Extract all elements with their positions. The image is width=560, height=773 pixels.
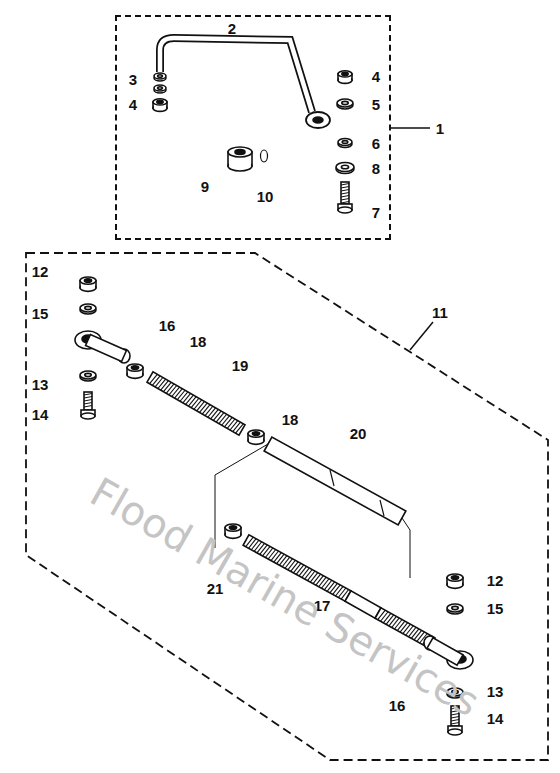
rod-part bbox=[264, 437, 406, 525]
callout-number: 20 bbox=[350, 426, 367, 441]
washer-part bbox=[154, 73, 166, 81]
washer-part bbox=[336, 163, 354, 174]
callout-number: 7 bbox=[372, 205, 380, 220]
callout-number: 11 bbox=[432, 305, 448, 320]
callout-number: 3 bbox=[129, 72, 137, 87]
callout-number: 2 bbox=[228, 21, 236, 36]
watermark: Flood Marine Services bbox=[84, 471, 486, 723]
callout-number: 16 bbox=[389, 698, 406, 713]
nut-part bbox=[153, 99, 167, 112]
callout-number: 1 bbox=[436, 121, 444, 136]
link-rod bbox=[160, 38, 312, 112]
callout-number: 19 bbox=[232, 358, 249, 373]
washer-part bbox=[80, 371, 96, 381]
callout-number: 14 bbox=[32, 407, 49, 422]
nut-part bbox=[447, 574, 463, 588]
ball-joint-part bbox=[75, 331, 130, 363]
callout-number: 16 bbox=[159, 318, 176, 333]
nut-part bbox=[338, 71, 352, 84]
bolt-part bbox=[338, 182, 352, 213]
callout-number: 18 bbox=[282, 412, 299, 427]
rod-part bbox=[147, 372, 245, 435]
washer-part bbox=[447, 604, 463, 614]
callout-number: 8 bbox=[372, 161, 380, 176]
rod-part bbox=[86, 335, 127, 362]
callout-number: 15 bbox=[32, 306, 49, 321]
washer-part bbox=[154, 85, 166, 93]
callout-number: 10 bbox=[257, 189, 274, 204]
callout-number: 4 bbox=[372, 69, 380, 84]
washer-part bbox=[337, 99, 353, 109]
callout-number: 15 bbox=[487, 601, 504, 616]
washer-part bbox=[80, 304, 96, 314]
nut-part bbox=[127, 364, 143, 378]
callout-number: 13 bbox=[32, 377, 49, 392]
callout-number: 6 bbox=[372, 136, 380, 151]
leader-line bbox=[391, 127, 430, 129]
nut-part bbox=[248, 430, 264, 444]
callout-number: 9 bbox=[201, 179, 209, 194]
bolt-part bbox=[81, 392, 95, 419]
callout-number: 18 bbox=[190, 334, 207, 349]
nut-part bbox=[80, 277, 96, 291]
callout-number: 4 bbox=[129, 97, 137, 112]
callout-number: 12 bbox=[32, 264, 49, 279]
nut-part bbox=[225, 524, 241, 538]
callout-number: 5 bbox=[372, 97, 380, 112]
callout-number: 12 bbox=[487, 573, 504, 588]
callout-number: 14 bbox=[487, 711, 504, 726]
washer-part bbox=[338, 139, 352, 148]
callout-number: 13 bbox=[487, 684, 504, 699]
leader-line bbox=[410, 322, 433, 350]
assembly-outline: 1 bbox=[115, 15, 391, 240]
